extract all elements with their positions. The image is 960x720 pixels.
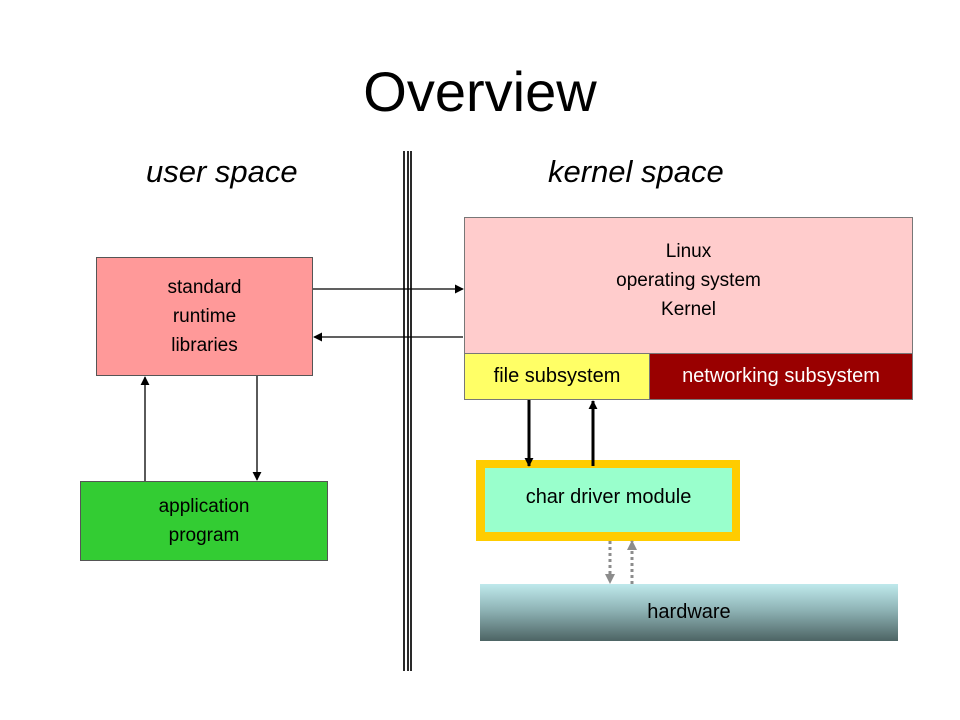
kernel-space-label: kernel space: [548, 154, 724, 189]
application-program-box: application program: [80, 481, 328, 561]
networking-subsystem-box: networking subsystem: [649, 353, 913, 400]
kernel-box-line-3: Kernel: [661, 298, 716, 320]
runtime-box-line-2: runtime: [172, 306, 237, 327]
app-box-line-2: program: [168, 525, 240, 546]
linux-kernel-box: Linux operating system Kernel: [464, 217, 913, 354]
char-driver-module-box: char driver module: [485, 468, 732, 532]
file-subsystem-box: file subsystem: [464, 353, 650, 400]
slide-title: Overview: [363, 60, 597, 123]
app-box-line-1: application: [158, 496, 250, 517]
runtime-box-line-1: standard: [167, 277, 242, 298]
hardware-label: hardware: [647, 601, 731, 623]
kernel-box-line-2: operating system: [616, 269, 761, 291]
user-kernel-divider: [403, 151, 412, 671]
file-subsystem-label: file subsystem: [493, 365, 621, 387]
kernel-box-line-1: Linux: [665, 240, 712, 262]
char-driver-module-label: char driver module: [525, 485, 692, 508]
runtime-box-line-3: libraries: [171, 335, 238, 356]
networking-subsystem-label: networking subsystem: [682, 365, 880, 387]
hardware-box: hardware: [480, 584, 898, 641]
standard-runtime-libraries-box: standard runtime libraries: [96, 257, 313, 376]
user-space-label: user space: [146, 154, 298, 189]
